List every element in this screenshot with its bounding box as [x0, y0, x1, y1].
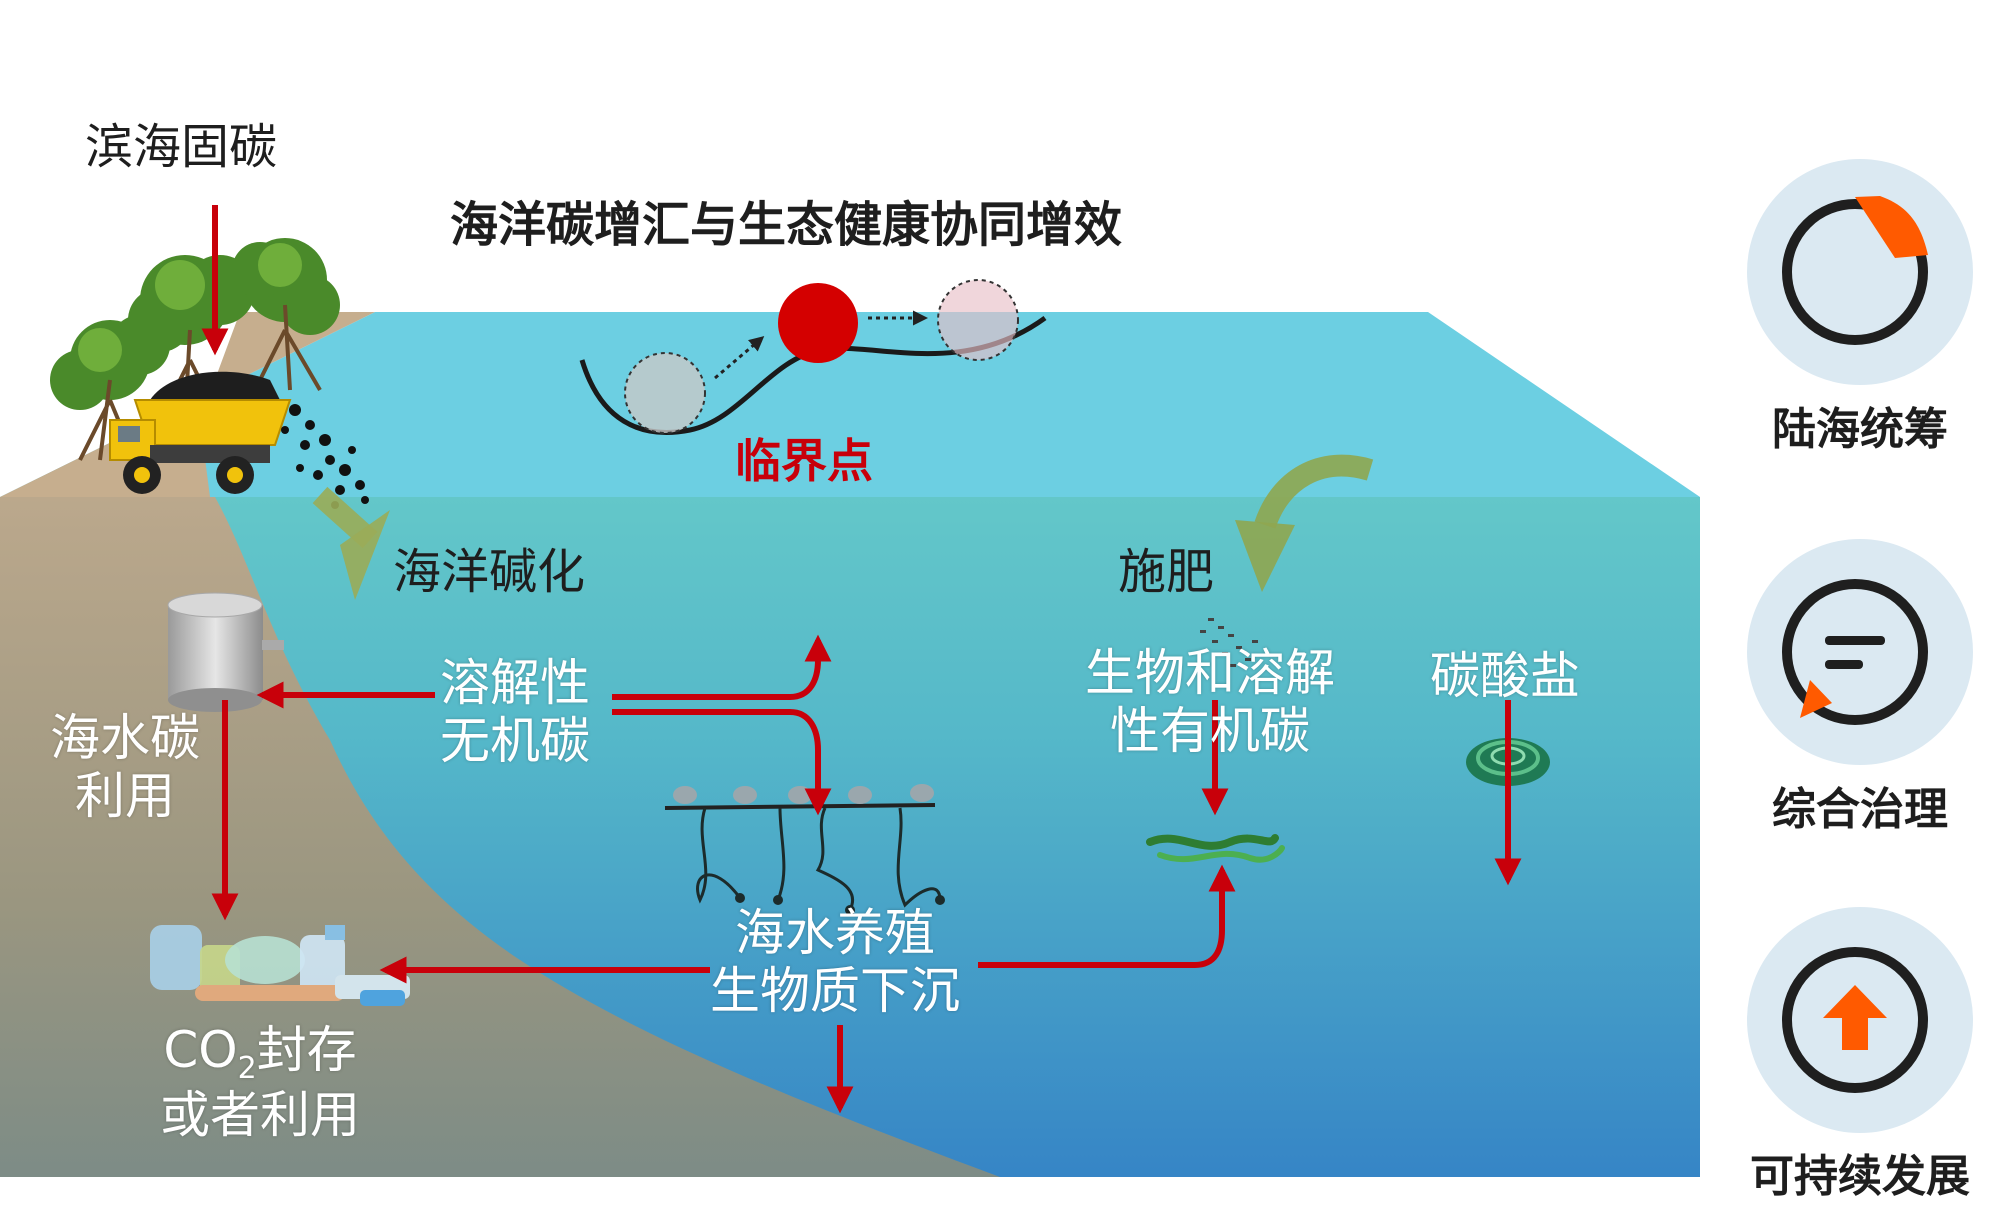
co2-products-icon — [150, 925, 410, 1006]
aquaculture-label: 海水养殖 生物质下沉 — [710, 904, 960, 1020]
ocean-surface — [0, 312, 1700, 497]
flow-arrows — [201, 205, 1522, 1114]
storage-tank-icon — [167, 592, 284, 712]
arrow-aquaculture-to-organic — [978, 864, 1236, 968]
co2-label: CO2封存 或者利用 — [160, 1021, 360, 1144]
side-label-sustainable-development: 可持续发展 — [1750, 1151, 1970, 1202]
dic-label: 溶解性 无机碳 — [440, 654, 590, 770]
carbonate-label: 碳酸盐 — [1430, 647, 1580, 705]
arrow-up-icon — [1747, 907, 1973, 1133]
fertilization-arrow-icon — [1235, 454, 1374, 592]
dump-truck-icon — [109, 371, 292, 494]
seawater-carbon-line1: 海水碳 — [50, 709, 200, 767]
ocean-alkalization-label: 海洋碱化 — [393, 544, 586, 600]
co2-line1: CO2封存 — [160, 1021, 360, 1087]
seawater-carbon-line2: 利用 — [75, 766, 175, 825]
alkalization-arrow-icon — [312, 486, 390, 600]
seawater-carbon-label: 海水碳 利用 — [50, 709, 200, 825]
stability-landscape-curve — [579, 315, 1047, 435]
co2-prefix: CO — [163, 1021, 238, 1079]
dic-label-line2: 无机碳 — [440, 711, 590, 770]
side-panel-icons — [1747, 159, 1973, 1133]
bio-doc-line2: 性有机碳 — [1110, 701, 1310, 760]
mangrove-trees-icon — [50, 238, 340, 461]
fertilizer-spray-icon — [1200, 618, 1258, 667]
tipping-point-label: 临界点 — [735, 434, 873, 488]
message-icon — [1747, 539, 1973, 765]
co2-suffix: 封存 — [256, 1021, 357, 1079]
organic-carbon-organism-icon — [1146, 834, 1285, 863]
side-label-land-sea-coordination: 陆海统筹 — [1772, 404, 1948, 455]
co2-subscript: 2 — [237, 1051, 257, 1086]
clock-icon — [1747, 159, 1973, 385]
arrow-dic-up — [612, 634, 832, 700]
arrow-dic-to-aquaculture — [612, 709, 832, 816]
bio-doc-label: 生物和溶解 性有机碳 — [1085, 644, 1335, 760]
dic-label-line1: 溶解性 — [440, 654, 590, 712]
fertilization-label: 施肥 — [1118, 544, 1215, 600]
tipping-point-diagram — [579, 279, 1047, 435]
aquaculture-line1: 海水养殖 — [735, 904, 935, 962]
stable-state-ball-left — [624, 352, 706, 434]
aquaculture-line2: 生物质下沉 — [710, 961, 960, 1020]
tipping-point-ball — [778, 283, 858, 363]
bio-doc-line1: 生物和溶解 — [1085, 644, 1335, 702]
co2-line2: 或者利用 — [160, 1085, 360, 1144]
coastal-sequestration-label: 滨海固碳 — [85, 119, 278, 175]
stable-state-ball-right — [937, 279, 1019, 361]
side-label-integrated-governance: 综合治理 — [1772, 784, 1948, 835]
page-title: 海洋碳增汇与生态健康协同增效 — [450, 197, 1123, 253]
